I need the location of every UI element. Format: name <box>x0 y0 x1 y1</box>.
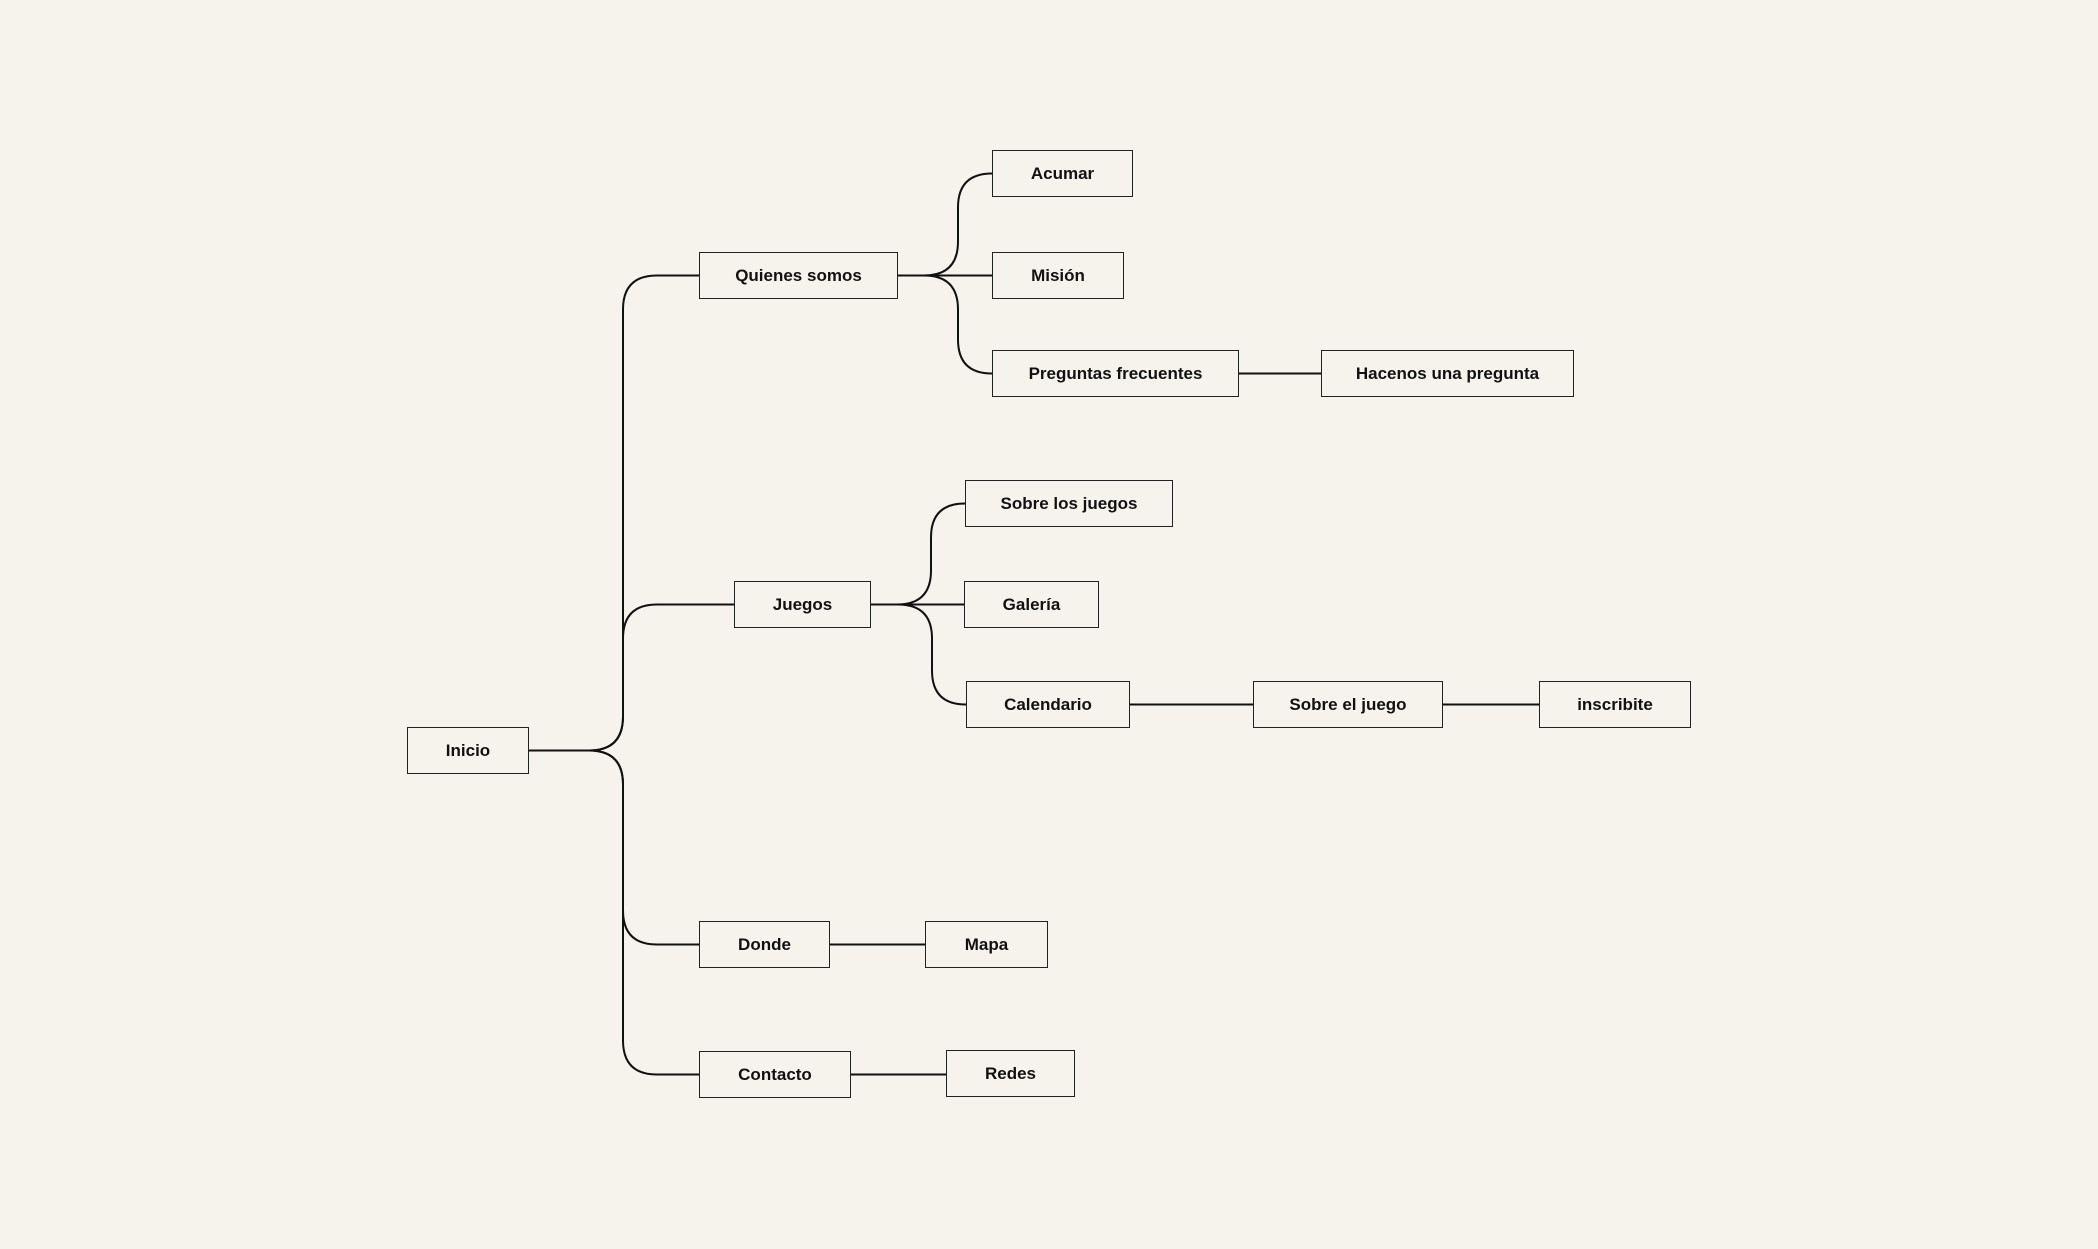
node-label: Redes <box>984 1063 1037 1083</box>
node-label: Quienes somos <box>735 265 862 285</box>
node-mapa: Mapa <box>925 921 1048 968</box>
node-label: Acumar <box>1030 163 1095 183</box>
node-label: Donde <box>738 934 791 954</box>
node-label: Mapa <box>964 934 1009 954</box>
node-inscribite: inscribite <box>1539 681 1691 728</box>
node-mision: Misión <box>992 252 1124 299</box>
edge-juegos-to-sobre-los-juegos <box>871 502 966 606</box>
node-label: Calendario <box>1004 694 1092 714</box>
node-label: Preguntas frecuentes <box>1028 363 1203 383</box>
node-label: Galería <box>1002 594 1061 614</box>
node-juegos: Juegos <box>734 581 871 628</box>
node-calendario: Calendario <box>966 681 1130 728</box>
edge-inicio-to-quienes-somos <box>529 274 699 752</box>
node-preguntas-frecuentes: Preguntas frecuentes <box>992 350 1239 397</box>
node-sobre-los-juegos: Sobre los juegos <box>965 480 1173 527</box>
edge-juegos-to-calendario <box>871 603 967 706</box>
node-galeria: Galería <box>964 581 1099 628</box>
node-label: Juegos <box>772 594 833 614</box>
edge-inicio-to-juegos <box>529 603 734 752</box>
node-inicio: Inicio <box>407 727 529 774</box>
node-label: Sobre el juego <box>1289 694 1407 714</box>
node-label: Contacto <box>738 1064 812 1084</box>
edge-quienes-somos-to-acumar <box>898 172 993 277</box>
node-contacto: Contacto <box>699 1051 851 1098</box>
node-label: Hacenos una pregunta <box>1355 363 1540 383</box>
node-label: Sobre los juegos <box>1000 493 1138 513</box>
node-redes: Redes <box>946 1050 1075 1097</box>
node-quienes-somos: Quienes somos <box>699 252 898 299</box>
node-label: Misión <box>1031 265 1085 285</box>
node-hacenos-una-pregunta: Hacenos una pregunta <box>1321 350 1574 397</box>
node-sobre-el-juego: Sobre el juego <box>1253 681 1443 728</box>
node-label: Inicio <box>445 740 491 760</box>
edge-quienes-somos-to-preguntas-frecuentes <box>898 274 993 375</box>
node-acumar: Acumar <box>992 150 1133 197</box>
edge-inicio-to-contacto <box>529 749 699 1076</box>
node-label: inscribite <box>1577 694 1653 714</box>
node-donde: Donde <box>699 921 830 968</box>
edge-inicio-to-donde <box>529 749 699 946</box>
